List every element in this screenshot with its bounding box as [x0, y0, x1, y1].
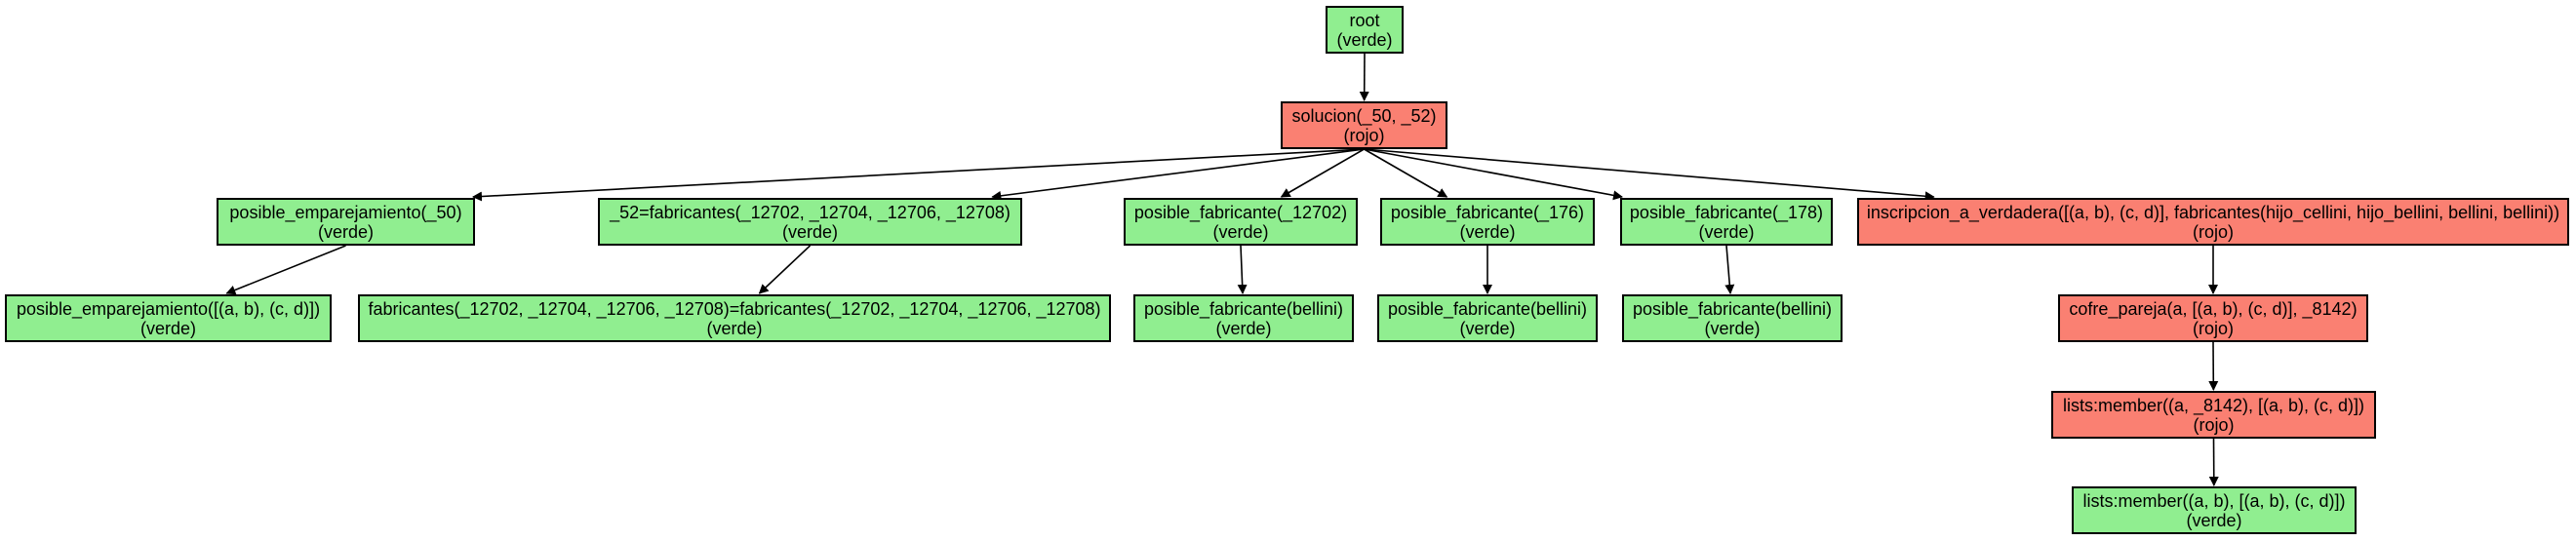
node-label: lists:member((a, b), [(a, b), (c, d)])	[2082, 490, 2346, 511]
node-posible-fabricante-176: posible_fabricante(_176) (verde)	[1380, 198, 1595, 246]
node-status: (rojo)	[2192, 318, 2234, 338]
node-status: (verde)	[317, 221, 374, 242]
node-status: (verde)	[706, 318, 763, 338]
node-status: (verde)	[139, 318, 196, 338]
node-label: posible_fabricante(bellini)	[1143, 298, 1344, 319]
node-status: (verde)	[2186, 510, 2242, 530]
node-lists-member-rojo: lists:member((a, _8142), [(a, b), (c, d)…	[2051, 391, 2376, 439]
node-label: posible_fabricante(_12702)	[1133, 202, 1348, 222]
node-label: posible_emparejamiento([(a, b), (c, d)])	[16, 298, 321, 319]
edge-solucion-to-pf_12702	[1280, 148, 1365, 198]
edge-fab_eq-to-fab_eq2	[758, 245, 812, 294]
node-label: posible_fabricante(bellini)	[1632, 298, 1833, 319]
node-label: fabricantes(_12702, _12704, _12706, _127…	[368, 298, 1101, 319]
node-fabricantes-equality: fabricantes(_12702, _12704, _12706, _127…	[358, 294, 1111, 342]
node-status: (verde)	[1212, 221, 1269, 242]
node-label: posible_fabricante(_176)	[1390, 202, 1585, 222]
node-inscripcion-a-verdadera: inscripcion_a_verdadera([(a, b), (c, d)]…	[1857, 198, 2569, 246]
node-cofre-pareja: cofre_pareja(a, [(a, b), (c, d)], _8142)…	[2058, 294, 2368, 342]
node-fabricantes-unify: _52=fabricantes(_12702, _12704, _12706, …	[598, 198, 1022, 246]
edge-pf_12702-to-pf_bellini_1	[1237, 245, 1248, 294]
node-label: solucion(_50, _52)	[1291, 105, 1437, 126]
node-label: _52=fabricantes(_12702, _12704, _12706, …	[610, 202, 1011, 222]
node-status: (verde)	[1704, 318, 1761, 338]
node-solucion: solucion(_50, _52) (rojo)	[1281, 101, 1447, 149]
edge-solucion-to-pf_176	[1364, 148, 1448, 198]
node-status: (rojo)	[1343, 125, 1385, 145]
node-posible-emparejamiento: posible_emparejamiento(_50) (verde)	[217, 198, 475, 246]
node-status: (rojo)	[2193, 414, 2235, 435]
node-label: posible_emparejamiento(_50)	[229, 202, 462, 222]
node-posible-fabricante-12702: posible_fabricante(_12702) (verde)	[1124, 198, 1358, 246]
node-lists-member-verde: lists:member((a, b), [(a, b), (c, d)]) (…	[2072, 486, 2357, 534]
node-posible-emparejamiento-list: posible_emparejamiento([(a, b), (c, d)])…	[5, 294, 332, 342]
node-posible-fabricante-bellini-1: posible_fabricante(bellini) (verde)	[1133, 294, 1354, 342]
node-status: (verde)	[1698, 221, 1755, 242]
node-label: inscripcion_a_verdadera([(a, b), (c, d)]…	[1866, 202, 2560, 222]
edge-solucion-to-fab_eq	[991, 148, 1365, 201]
edge-solucion-to-posible_emp	[472, 148, 1365, 202]
edge-solucion-to-pf_178	[1364, 148, 1623, 201]
node-status: (verde)	[1459, 221, 1516, 242]
node-posible-fabricante-178: posible_fabricante(_178) (verde)	[1620, 198, 1833, 246]
node-status: (verde)	[1459, 318, 1516, 338]
edge-posible_emp-to-posible_emp_list	[225, 245, 346, 295]
node-label: posible_fabricante(bellini)	[1387, 298, 1588, 319]
node-status: (rojo)	[2192, 221, 2234, 242]
node-status: (verde)	[781, 221, 838, 242]
node-posible-fabricante-bellini-3: posible_fabricante(bellini) (verde)	[1622, 294, 1843, 342]
node-label: posible_fabricante(_178)	[1629, 202, 1824, 222]
edge-pf_178-to-pf_bellini_3	[1724, 245, 1735, 294]
node-label: root	[1349, 10, 1380, 30]
node-status: (verde)	[1336, 29, 1393, 50]
node-status: (verde)	[1215, 318, 1272, 338]
node-posible-fabricante-bellini-2: posible_fabricante(bellini) (verde)	[1377, 294, 1598, 342]
edge-solucion-to-inscripcion	[1364, 148, 1935, 202]
node-label: cofre_pareja(a, [(a, b), (c, d)], _8142)	[2069, 298, 2358, 319]
node-root: root (verde)	[1326, 6, 1404, 54]
node-label: lists:member((a, _8142), [(a, b), (c, d)…	[2062, 395, 2365, 415]
